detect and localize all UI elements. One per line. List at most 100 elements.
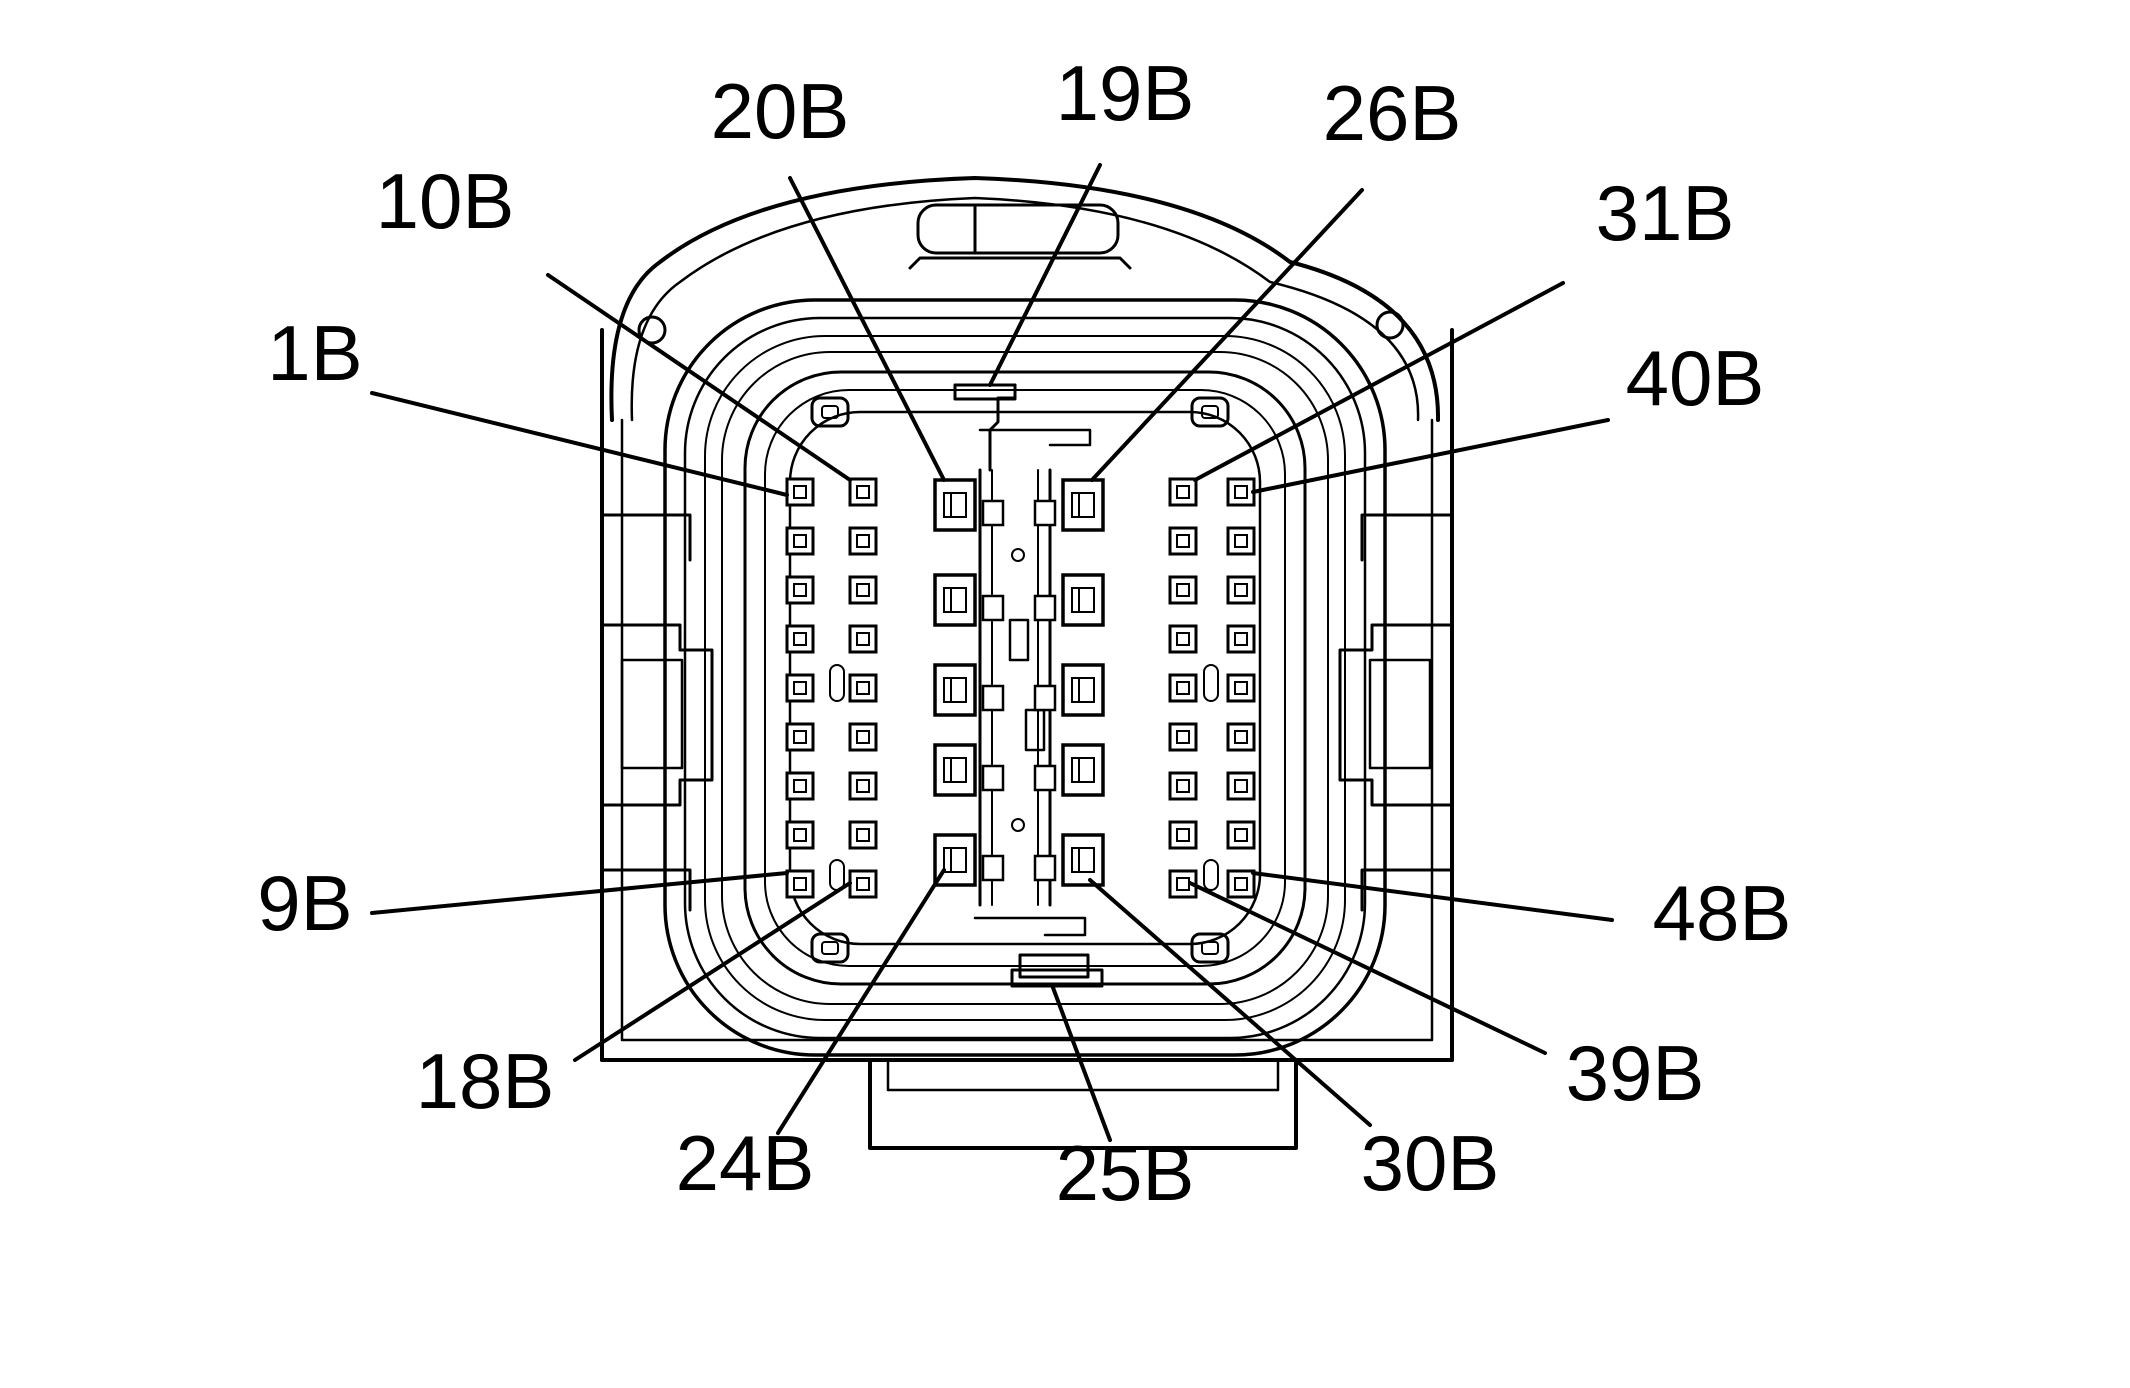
- left-side-latch: [600, 623, 714, 807]
- small-cavity-c1-r5: [785, 673, 815, 703]
- large-cavity-right-r1: [1061, 478, 1105, 532]
- label-39B: 39B: [1566, 1029, 1705, 1117]
- leader-31B: [1193, 281, 1565, 482]
- small-cavity-c3-r1: [1168, 477, 1198, 507]
- center-dot-2: [1011, 818, 1025, 832]
- small-cavity-c1-r8: [785, 820, 815, 850]
- small-cavity-c3-r5: [1168, 673, 1198, 703]
- label-31B: 31B: [1596, 169, 1735, 257]
- small-cavity-c4-r9: [1226, 869, 1256, 899]
- label-10B: 10B: [376, 157, 515, 245]
- body-outline: [600, 328, 1454, 1062]
- top-bridge: [978, 428, 1092, 447]
- small-cavity-c1-r1: [785, 477, 815, 507]
- right-rail-top: [1360, 513, 1454, 562]
- right-side-latch-inner: [1368, 658, 1432, 770]
- key-post-inner-3: [821, 941, 839, 955]
- outer-dome: [609, 176, 1441, 422]
- bottom-key-inner: [886, 1058, 1280, 1092]
- mounting-hole-right: [1375, 310, 1405, 340]
- label-25B: 25B: [1056, 1129, 1195, 1217]
- left-side-latch-inner: [620, 658, 684, 770]
- label-30B: 30B: [1361, 1119, 1500, 1207]
- bottom-key-tab-bar: [1010, 968, 1104, 988]
- seal-ring-6: [764, 389, 1286, 967]
- label-48B: 48B: [1653, 869, 1792, 957]
- large-cavity-right-r5: [1061, 833, 1105, 887]
- small-cavity-c3-r4: [1168, 624, 1198, 654]
- terminal-cavities: [785, 477, 1256, 899]
- bottom-bridge: [973, 916, 1087, 937]
- latch-tab-right-r5: [1033, 854, 1057, 882]
- small-cavity-c4-r3: [1226, 575, 1256, 605]
- key-post-inner-1: [821, 405, 839, 419]
- key-post-inner-4: [1201, 941, 1219, 955]
- top-latch: [916, 203, 1120, 255]
- latch-tab-right-r4: [1033, 764, 1057, 792]
- large-cavity-left-r1: [933, 478, 977, 532]
- small-cavity-c3-r7: [1168, 771, 1198, 801]
- seal-ring-5: [743, 370, 1307, 986]
- leader-26B: [1090, 188, 1364, 482]
- large-cavity-right-r2: [1061, 573, 1105, 627]
- small-cavity-c4-r6: [1226, 722, 1256, 752]
- leader-18B: [573, 881, 852, 1062]
- seal-ring-1: [663, 298, 1387, 1057]
- small-cavity-c2-r5: [848, 673, 878, 703]
- label-1B: 1B: [267, 309, 362, 397]
- right-center-slot: [1203, 664, 1219, 702]
- large-cavity-left-r3: [933, 663, 977, 717]
- label-18B: 18B: [416, 1037, 555, 1125]
- mounting-hole-left: [637, 315, 667, 345]
- large-cavity-left-r2: [933, 573, 977, 627]
- small-cavity-c4-r8: [1226, 820, 1256, 850]
- large-cavity-right-r4: [1061, 743, 1105, 797]
- latch-tab-right-r3: [1033, 684, 1057, 712]
- right-center-slot-low: [1203, 859, 1219, 891]
- left-center-slot: [829, 664, 845, 702]
- leader-19B: [988, 163, 1102, 387]
- small-cavity-c4-r1: [1226, 477, 1256, 507]
- small-cavity-c3-r2: [1168, 526, 1198, 556]
- small-cavity-c3-r6: [1168, 722, 1198, 752]
- seal-ring-3: [704, 335, 1346, 1021]
- small-cavity-c2-r1: [848, 477, 878, 507]
- leader-9B: [370, 871, 789, 915]
- label-9B: 9B: [257, 859, 352, 947]
- top-key-tab-bar: [953, 383, 1017, 401]
- small-cavity-c4-r2: [1226, 526, 1256, 556]
- small-cavity-c3-r8: [1168, 820, 1198, 850]
- left-rail-bottom: [600, 868, 692, 912]
- large-cavity-right-r3: [1061, 663, 1105, 717]
- key-post-3: [810, 932, 850, 964]
- leader-25B: [1050, 983, 1112, 1142]
- leader-24B: [776, 868, 946, 1135]
- small-cavity-c2-r7: [848, 771, 878, 801]
- small-cavity-c1-r2: [785, 526, 815, 556]
- small-cavity-c2-r3: [848, 575, 878, 605]
- small-cavity-c1-r9: [785, 869, 815, 899]
- label-20B: 20B: [711, 67, 850, 155]
- small-cavity-c2-r8: [848, 820, 878, 850]
- right-rail-bottom: [1360, 868, 1454, 912]
- leader-20B: [788, 176, 946, 482]
- top-latch-base: [908, 256, 1132, 270]
- left-rail-top: [600, 513, 692, 562]
- latch-tab-left-r5: [981, 854, 1005, 882]
- small-cavity-c2-r2: [848, 526, 878, 556]
- large-cavity-left-r4: [933, 743, 977, 797]
- small-cavity-c1-r7: [785, 771, 815, 801]
- leader-lines: [370, 163, 1614, 1142]
- latch-tab-left-r1: [981, 499, 1005, 527]
- small-cavity-c1-r3: [785, 575, 815, 605]
- leader-39B: [1188, 881, 1547, 1055]
- leader-48B: [1251, 871, 1614, 922]
- label-40B: 40B: [1626, 334, 1765, 422]
- leader-30B: [1088, 878, 1372, 1127]
- key-post-2: [1190, 396, 1230, 428]
- key-post-4: [1190, 932, 1230, 964]
- label-26B: 26B: [1323, 69, 1462, 157]
- leader-1B: [370, 391, 789, 497]
